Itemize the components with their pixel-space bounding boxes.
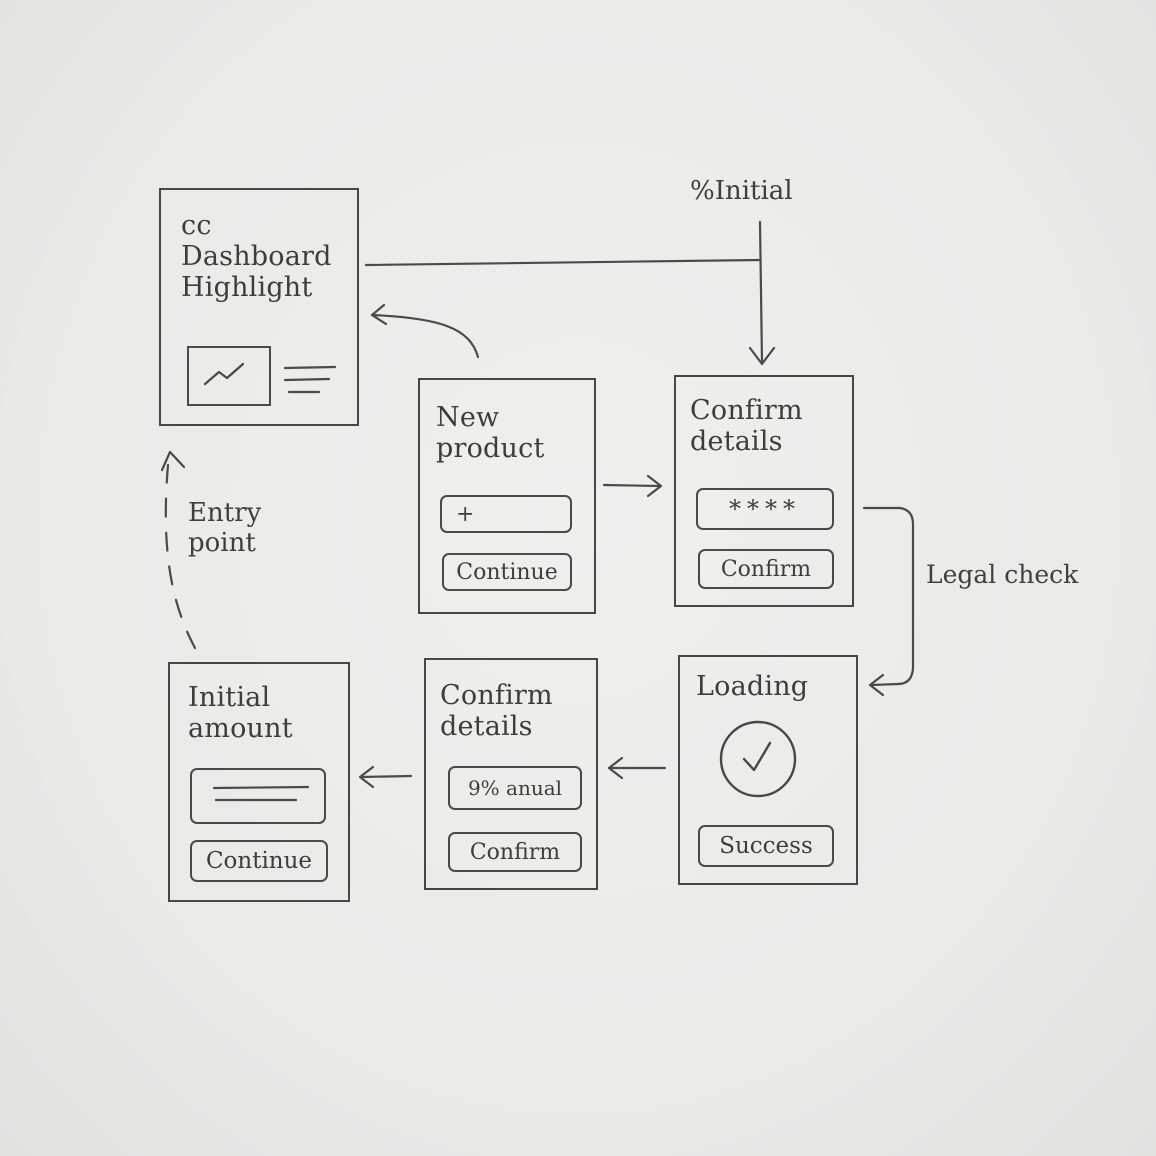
- pin-value: ****: [729, 495, 801, 523]
- screen-dashboard: cc Dashboard Highlight: [159, 188, 359, 426]
- arrowhead-into-dashboard: [370, 303, 388, 326]
- label-legal-check: Legal check: [926, 560, 1079, 589]
- arrowhead-entry-point: [160, 450, 186, 472]
- arrowhead-into-loading: [868, 673, 885, 697]
- arrowhead-confirm-bottom: [607, 756, 624, 780]
- arrowhead-initial: [358, 765, 375, 789]
- continue-button[interactable]: Continue: [442, 553, 572, 591]
- loading-title: Loading: [696, 671, 809, 702]
- add-field[interactable]: +: [440, 495, 572, 533]
- plus-value: +: [456, 501, 475, 527]
- confirm-top-title: Confirm details: [690, 395, 803, 457]
- confirm-bottom-title: Confirm details: [440, 680, 553, 742]
- chart-thumbnail: [187, 346, 271, 406]
- rate-value: 9% anual: [467, 776, 563, 800]
- checkmark-circle-icon: [719, 720, 797, 798]
- screen-loading: Loading Success: [678, 655, 858, 885]
- connector-newproduct-to-dashboard: [370, 313, 480, 359]
- arrowhead-into-confirm-top: [748, 346, 776, 366]
- initial-amount-title: Initial amount: [188, 682, 293, 744]
- arrowhead-confirm-top: [646, 474, 663, 498]
- dashboard-title: cc Dashboard Highlight: [181, 210, 332, 303]
- trend-line-icon: [203, 362, 245, 386]
- amount-field[interactable]: [190, 768, 326, 824]
- connector-confirm-to-initial: [359, 774, 413, 779]
- success-button[interactable]: Success: [698, 825, 834, 867]
- label-percent-initial: %Initial: [690, 176, 793, 206]
- screen-initial-amount: Initial amount Continue: [168, 662, 350, 902]
- confirm-button-bottom[interactable]: Confirm: [448, 832, 582, 872]
- confirm-button-top[interactable]: Confirm: [698, 549, 834, 589]
- connector-newproduct-to-confirm: [602, 483, 662, 488]
- text-lines-icon: [283, 365, 337, 394]
- input-lines-icon: [212, 785, 310, 802]
- connector-dashboard-to-confirm: [364, 258, 762, 267]
- screen-confirm-bottom: Confirm details 9% anual Confirm: [424, 658, 598, 890]
- continue-button-bottom[interactable]: Continue: [190, 840, 328, 882]
- rate-field[interactable]: 9% anual: [448, 766, 582, 810]
- screen-confirm-top: Confirm details **** Confirm: [674, 375, 854, 607]
- connector-percent-drop: [758, 220, 764, 364]
- pin-field[interactable]: ****: [696, 488, 834, 530]
- screen-new-product: New product + Continue: [418, 378, 596, 614]
- new-product-title: New product: [436, 402, 545, 464]
- connector-legal-check: [862, 506, 915, 687]
- label-entry-point: Entry point: [188, 498, 262, 558]
